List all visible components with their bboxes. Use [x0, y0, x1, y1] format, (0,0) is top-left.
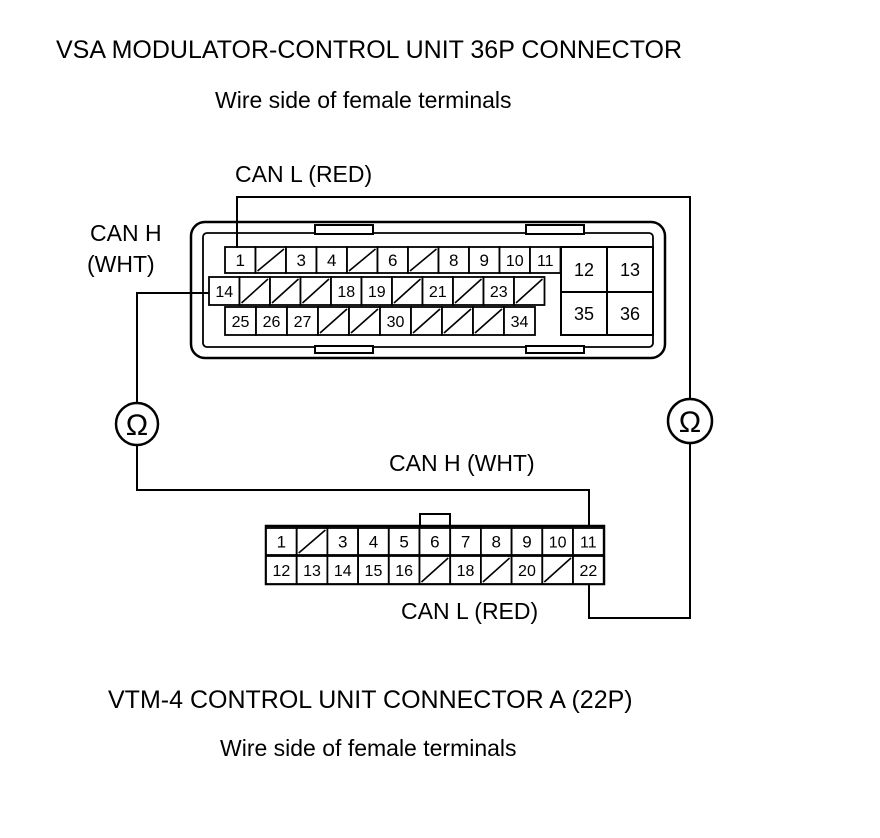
vsa-pin-34: 34: [511, 314, 529, 331]
vsa-pin-21: 21: [429, 284, 447, 301]
ohmmeter-left: Ω: [114, 401, 160, 447]
wires: [136, 196, 691, 619]
vtm-pin-3: 3: [338, 533, 347, 552]
vtm-pin-14: 14: [334, 563, 352, 580]
vtm-pin-22: 22: [579, 563, 597, 580]
vtm-connector-subtitle: Wire side of female terminals: [220, 735, 517, 761]
vsa-connector-subtitle: Wire side of female terminals: [215, 87, 512, 113]
vsa-empty-slash: [256, 248, 285, 272]
vsa-pin-6: 6: [388, 251, 397, 270]
vtm-cell-9: [510, 527, 544, 556]
vsa-pin-3: 3: [297, 251, 306, 270]
vsa-empty-slash: [515, 278, 544, 304]
vtm-empty-slash: [543, 557, 572, 583]
can-h-left-label-line2: (WHT): [87, 251, 155, 277]
vsa-pin-14: 14: [215, 284, 233, 301]
vtm-empty-slash: [482, 557, 511, 583]
can-h-wire-bottom: [136, 445, 590, 526]
can-h-bottom-label: CAN H (WHT): [389, 450, 535, 476]
vtm-cell-14: [326, 555, 359, 585]
vsa-empty-slash: [271, 278, 300, 304]
vtm-pin-9: 9: [522, 533, 531, 552]
vsa-empty-slash: [319, 308, 348, 334]
vsa-pin-18: 18: [337, 284, 355, 301]
vtm-pin-11: 11: [580, 535, 597, 552]
vsa-pin-12: 12: [574, 260, 594, 280]
vtm-pin-8: 8: [492, 533, 501, 552]
vtm-empty-slash: [298, 529, 326, 554]
ohmmeter-right: Ω: [666, 397, 714, 445]
vsa-empty-slash: [393, 278, 422, 304]
vsa-empty-slash: [301, 278, 330, 304]
vsa-connector-latches: [314, 224, 585, 354]
vsa-pin-26: 26: [263, 314, 281, 331]
vsa-pin-30: 30: [387, 314, 405, 331]
vsa-pin-13: 13: [620, 260, 640, 280]
vtm-pin-18: 18: [457, 563, 475, 580]
vtm-pin-5: 5: [399, 533, 408, 552]
vtm-cell-12: [265, 555, 298, 585]
can-l-bottom-label: CAN L (RED): [401, 598, 539, 624]
vtm-pin-16: 16: [395, 563, 413, 580]
vsa-cell-23: [482, 276, 515, 306]
vtm-pin-6: 6: [430, 533, 439, 552]
vtm-pin-15: 15: [365, 563, 383, 580]
can-l-wire-top: [236, 196, 691, 399]
vsa-pin-9: 9: [480, 251, 489, 270]
vtm-pin-7: 7: [461, 533, 470, 552]
vsa-cell-21: [421, 276, 454, 306]
can-l-wire-bottom: [588, 443, 691, 619]
vsa-empty-slash: [409, 248, 438, 272]
can-l-top-label: CAN L (RED): [235, 161, 373, 187]
vsa-pin-27: 27: [294, 314, 312, 331]
vsa-pin-25: 25: [232, 314, 250, 331]
ohm-right-symbol: Ω: [679, 406, 701, 439]
vtm-pin-4: 4: [369, 533, 378, 552]
vtm-empty-slash: [420, 557, 449, 583]
ohm-left-symbol: Ω: [126, 409, 148, 442]
vsa-pin-36: 36: [620, 304, 640, 324]
vsa-empty-slash: [348, 248, 377, 272]
vtm-cell-22: [572, 555, 605, 585]
vsa-pin-8: 8: [449, 251, 458, 270]
vsa-empty-slash: [412, 308, 441, 334]
vtm-cell-11: [572, 527, 605, 556]
vtm-cell-8: [479, 527, 513, 556]
vsa-cell-6: [376, 246, 409, 274]
can-h-left-label-line1: CAN H: [90, 220, 162, 246]
vsa-pin-4: 4: [327, 251, 336, 270]
vsa-cell-19: [360, 276, 393, 306]
vtm-connector-title: VTM-4 CONTROL UNIT CONNECTOR A (22P): [108, 686, 633, 714]
vtm-pin-1: 1: [277, 533, 286, 552]
vtm-pin-13: 13: [303, 563, 321, 580]
vsa-cell-14: [208, 276, 241, 306]
vsa-pin-1: 1: [236, 251, 245, 270]
vsa-empty-slash: [240, 278, 269, 304]
vtm-pin-20: 20: [518, 563, 536, 580]
vsa-block-pins: 12 13 35 36: [560, 246, 654, 336]
vsa-empty-slash: [454, 278, 483, 304]
vsa-pin-19: 19: [368, 284, 386, 301]
vtm-pin-12: 12: [272, 563, 290, 580]
vsa-pin-35: 35: [574, 304, 594, 324]
vtm-cell-7: [449, 527, 482, 556]
vsa-cell-34: [503, 306, 536, 336]
vsa-empty-slash: [350, 308, 379, 334]
vsa-pin-10: 10: [506, 253, 524, 270]
can-h-wire-left: [136, 292, 209, 403]
vsa-pin-11: 11: [537, 253, 554, 270]
vsa-connector-title: VSA MODULATOR-CONTROL UNIT 36P CONNECTOR: [56, 36, 683, 64]
vtm-cell-3: [326, 527, 359, 556]
vsa-cell-3: [285, 246, 318, 274]
vsa-pin-23: 23: [490, 284, 508, 301]
vsa-empty-slash: [474, 308, 503, 334]
vtm-pin-10: 10: [549, 535, 567, 552]
vsa-empty-slash: [443, 308, 472, 334]
